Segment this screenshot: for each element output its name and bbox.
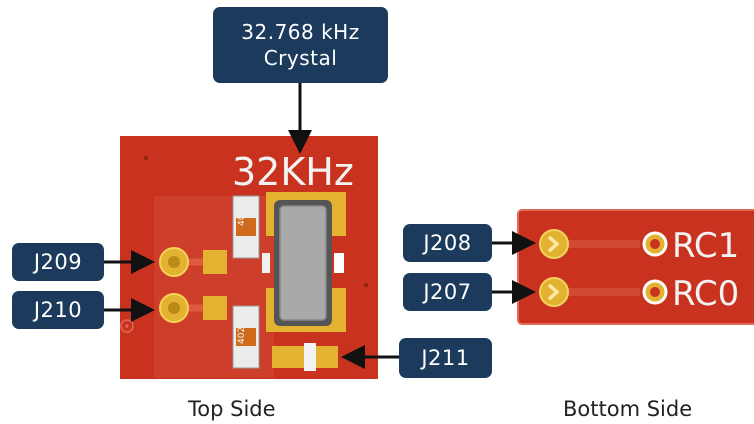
pad-j207-chevron [547,283,560,301]
crystal-lid [279,205,327,321]
callout-j211: J211 [399,338,492,378]
via [144,156,148,160]
silk-rc0: RC0 [672,274,739,314]
bottom-side-board [517,209,754,325]
pad-j208-chevron [547,235,560,253]
caption-bottom-side: Bottom Side [563,397,693,421]
crystal-marker [262,253,270,273]
callout-crystal-line1: 32.768 kHz [241,20,360,44]
callout-j210: J210 [12,291,104,329]
pad-j208 [539,229,569,259]
via [120,319,134,333]
capacitor-lower [232,305,260,369]
top-side-board [120,136,378,379]
crystal-marker [334,253,344,273]
via [364,283,368,287]
pad-rc0-hole [650,287,660,297]
pad-square [203,296,227,320]
pad-square [203,250,227,274]
callout-j208: J208 [403,224,492,262]
callout-crystal-line2: Crystal [263,46,338,70]
silk-32khz: 32KHz [232,150,354,194]
pad-j209-hole [168,256,180,268]
pad-j211-silk [304,343,316,371]
pad-j207 [539,277,569,307]
silk-rc1: RC1 [672,226,739,266]
callout-crystal: 32.768 kHz Crystal [213,7,388,83]
callout-j209: J209 [12,243,104,281]
silk-cap-upper: 402 [237,209,247,226]
caption-top-side: Top Side [188,397,276,421]
capacitor-upper [232,195,260,259]
silk-cap-lower: 402 [237,327,247,344]
pad-j210-hole [168,302,180,314]
pad-rc1-hole [650,239,660,249]
via [125,324,129,328]
callout-j207: J207 [403,273,492,311]
